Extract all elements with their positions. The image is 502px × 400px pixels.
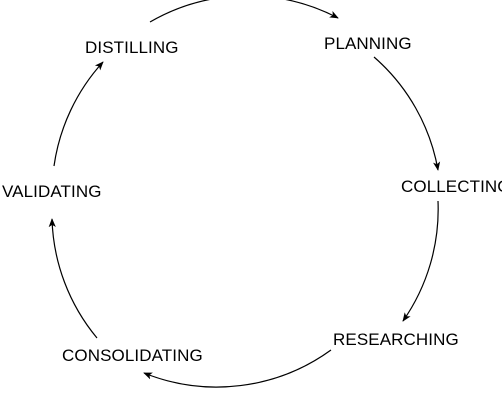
stage-label-collecting: COLLECTING bbox=[401, 177, 502, 196]
arrow-distilling-to-planning bbox=[149, 0, 339, 23]
arrow-researching-to-consolidating bbox=[143, 349, 332, 388]
arrow-planning-to-collecting bbox=[373, 56, 441, 171]
arrow-validating-to-distilling bbox=[53, 61, 104, 167]
stage-label-distilling: DISTILLING bbox=[85, 38, 179, 57]
stage-label-planning: PLANNING bbox=[324, 34, 412, 53]
stage-label-validating: VALIDATING bbox=[2, 182, 102, 201]
arrow-collecting-to-researching bbox=[402, 200, 439, 322]
stage-label-consolidating: CONSOLIDATING bbox=[62, 346, 203, 365]
stage-label-researching: RESEARCHING bbox=[333, 330, 459, 349]
arrow-consolidating-to-validating bbox=[48, 218, 98, 339]
